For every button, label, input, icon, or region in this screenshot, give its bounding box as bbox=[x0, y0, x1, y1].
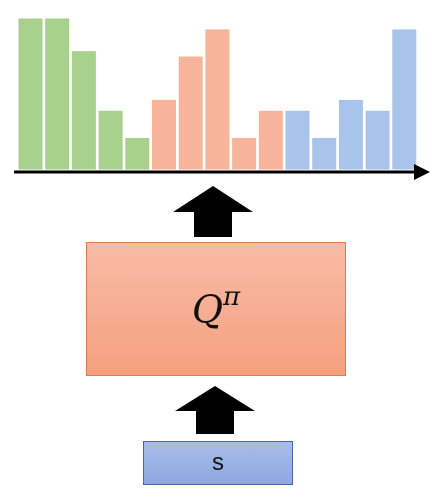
histogram-bar bbox=[44, 17, 71, 171]
histogram-bar bbox=[177, 55, 204, 171]
pi-superscript: π bbox=[223, 282, 241, 313]
histogram-bar bbox=[337, 98, 364, 171]
histogram-bar bbox=[124, 136, 151, 171]
q-function-box: Qπ bbox=[86, 242, 346, 376]
state-box: s bbox=[143, 441, 293, 485]
axis-arrowhead-icon bbox=[414, 164, 430, 180]
q-function-label: Qπ bbox=[191, 282, 240, 332]
upward-arrow-top-icon bbox=[173, 186, 253, 237]
bar-chart bbox=[17, 17, 418, 171]
histogram-bar bbox=[70, 50, 97, 171]
histogram-bar bbox=[204, 28, 231, 171]
histogram-bar bbox=[151, 98, 177, 171]
histogram-bar bbox=[17, 17, 44, 171]
histogram-bar bbox=[284, 109, 311, 171]
x-axis bbox=[14, 164, 430, 180]
histogram-bar bbox=[311, 136, 338, 171]
histogram-bar bbox=[364, 109, 391, 171]
histogram-bar bbox=[257, 109, 284, 171]
histogram-bar bbox=[391, 28, 418, 171]
histogram-bar bbox=[97, 109, 124, 171]
state-label: s bbox=[212, 449, 224, 476]
histogram-bar bbox=[231, 136, 258, 171]
upward-arrow-bottom-icon bbox=[175, 386, 255, 434]
q-symbol: Q bbox=[191, 287, 224, 332]
